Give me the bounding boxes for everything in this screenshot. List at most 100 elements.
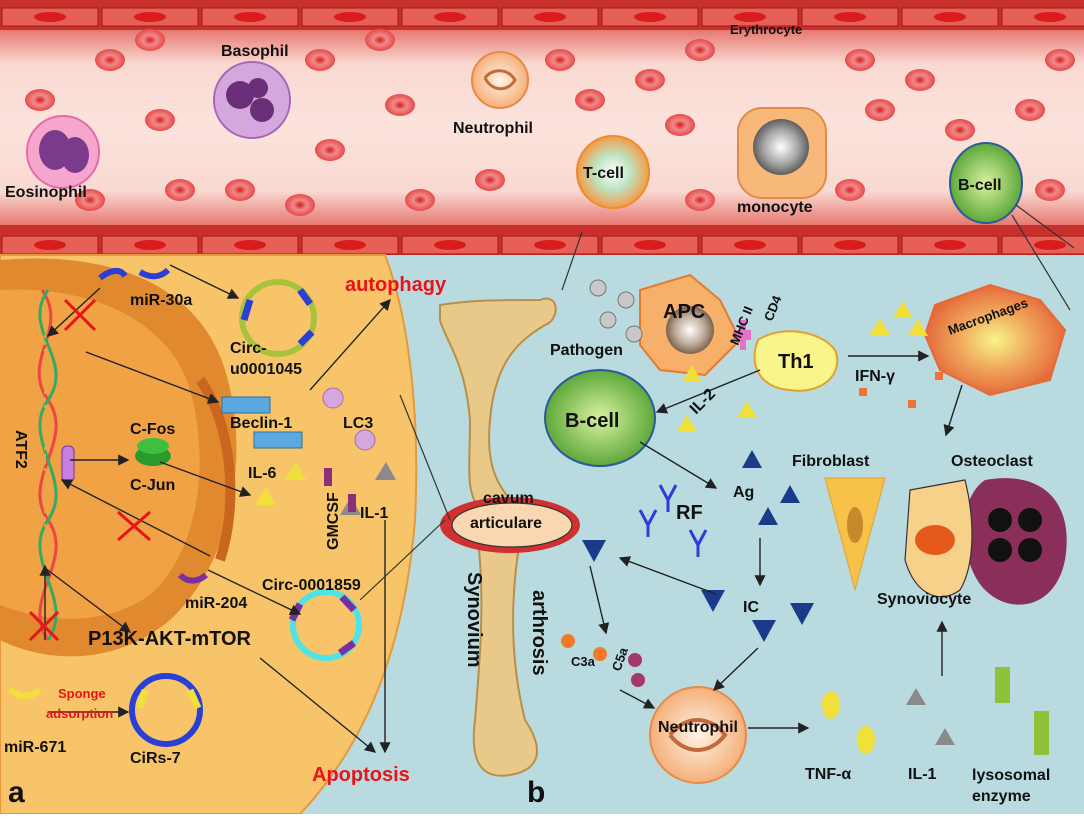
cirs7-vesicle: [129, 673, 203, 747]
label-ifn: IFN-γ: [855, 368, 895, 385]
label-lyso1: lysosomal: [972, 767, 1050, 784]
label-mir30a: miR-30a: [130, 292, 192, 309]
label-mir204: miR-204: [185, 595, 247, 612]
molecules-panel-a: [8, 267, 396, 699]
endothelial-nucleus: [434, 240, 466, 250]
erythrocyte: [845, 49, 875, 71]
cavum-articulare: [451, 502, 573, 548]
endothelial-nucleus: [234, 240, 266, 250]
label-arthrosis: arthrosis: [528, 590, 550, 676]
endothelial-nucleus: [34, 12, 66, 22]
endothelial-nucleus: [534, 240, 566, 250]
endothelial-nucleus: [934, 12, 966, 22]
label-synoviocyte: Synoviocyte: [877, 591, 971, 608]
erythrocyte: [25, 89, 55, 111]
mhc-receptor: [733, 320, 751, 350]
synoviocyte-cell: [904, 479, 973, 598]
monocyte-cell: [737, 107, 827, 199]
erythrocyte: [315, 139, 345, 161]
antibodies: [582, 484, 814, 642]
erythrocyte: [385, 94, 415, 116]
label-panel-b: b: [527, 776, 545, 809]
erythrocyte: [865, 99, 895, 121]
endothelial-nucleus: [434, 12, 466, 22]
fibroblast-cell: [824, 477, 886, 592]
endothelial-nucleus: [234, 12, 266, 22]
endothelial-nucleus: [734, 240, 766, 250]
endothelial-nucleus: [34, 240, 66, 250]
molecules-panel-b: [561, 279, 1049, 755]
label-il1-left: IL-1: [360, 505, 389, 522]
label-basophil: Basophil: [221, 43, 289, 60]
endothelial-nucleus: [634, 12, 666, 22]
connectors: [39, 204, 1075, 754]
label-pathogen: Pathogen: [550, 342, 623, 359]
eosinophil-cell: [26, 115, 100, 189]
erythrocyte: [365, 29, 395, 51]
erythrocyte: [1035, 179, 1065, 201]
label-il6: IL-6: [248, 465, 277, 482]
label-eosinophil: Eosinophil: [5, 184, 87, 201]
erythrocyte: [685, 189, 715, 211]
label-autophagy: autophagy: [345, 274, 447, 296]
label-cjun: C-Jun: [130, 477, 175, 494]
tcell-vessel-cell: [576, 135, 650, 209]
dna-helix: [37, 289, 58, 641]
th1-cell: [753, 330, 839, 392]
erythrocyte: [135, 29, 165, 51]
label-ic: IC: [743, 599, 759, 616]
erythrocyte: [285, 194, 315, 216]
erythrocyte: [575, 89, 605, 111]
inhibition-marks: [28, 298, 151, 642]
erythrocyte: [1045, 49, 1075, 71]
erythrocyte: [75, 189, 105, 211]
endothelial-nucleus: [1034, 12, 1066, 22]
erythrocyte: [405, 189, 435, 211]
label-sponge2: adsorption: [46, 706, 113, 721]
endothelial-nucleus: [134, 12, 166, 22]
label-cavum1: cavum: [483, 490, 534, 507]
nucleus-inner: [0, 289, 200, 619]
label-cfos: C-Fos: [130, 421, 175, 438]
neutrophil-vessel-cell: [471, 51, 529, 109]
label-fibroblast: Fibroblast: [792, 453, 870, 470]
endothelial-nucleus: [334, 240, 366, 250]
label-apoptosis: Apoptosis: [312, 764, 410, 786]
label-sponge1: Sponge: [58, 686, 106, 701]
label-circ-u1: Circ-: [230, 340, 266, 357]
label-il1-right: IL-1: [908, 766, 937, 783]
erythrocyte: [665, 114, 695, 136]
circ-u0001045-vesicle: [239, 279, 317, 357]
label-bcell-vessel: B-cell: [958, 177, 1002, 194]
erythrocyte: [635, 69, 665, 91]
label-bcell-main: B-cell: [565, 410, 619, 432]
endothelial-nucleus: [1034, 240, 1066, 250]
erythrocyte: [835, 179, 865, 201]
endothelial-nucleus: [734, 12, 766, 22]
bcell-main-cell: [544, 369, 656, 467]
endothelial-nucleus: [634, 240, 666, 250]
endothelial-nucleus: [834, 12, 866, 22]
bone-joint: [439, 297, 580, 777]
label-tcell: T-cell: [583, 165, 624, 182]
label-panel-a: a: [8, 776, 25, 809]
cell-panel-a: [0, 254, 418, 815]
label-cirs7: CiRs-7: [130, 750, 181, 767]
basophil-cell: [213, 61, 291, 139]
label-ag: Ag: [733, 484, 754, 501]
erythrocyte: [165, 179, 195, 201]
label-osteoclast: Osteoclast: [951, 453, 1033, 470]
label-beclin: Beclin-1: [230, 415, 292, 432]
label-circ1859: Circ-0001859: [262, 577, 361, 594]
endothelial-nucleus: [834, 240, 866, 250]
label-c3a: C3a: [571, 654, 596, 669]
label-lyso2: enzyme: [972, 788, 1031, 805]
label-synovium: Synovium: [463, 572, 485, 668]
label-atf2: ATF2: [12, 430, 29, 469]
label-erythrocyte: Erythrocyte: [730, 22, 802, 37]
label-neutrophil-vessel: Neutrophil: [453, 120, 533, 137]
erythrocyte: [945, 119, 975, 141]
erythrocyte: [685, 39, 715, 61]
endothelial-nucleus: [934, 240, 966, 250]
